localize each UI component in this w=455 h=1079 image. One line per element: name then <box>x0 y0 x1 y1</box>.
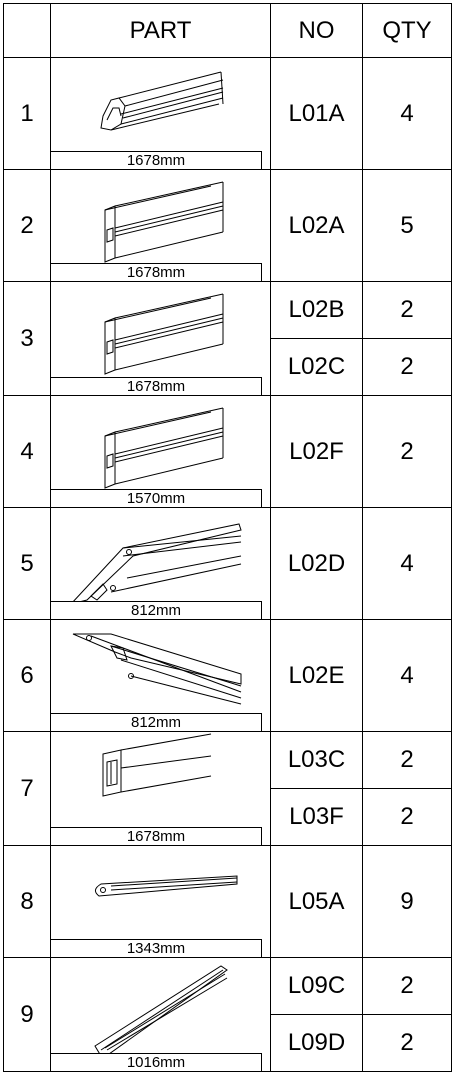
part-number: L02A <box>270 169 363 282</box>
part-quantity: 5 <box>362 169 452 282</box>
part-number: L01A <box>270 57 363 170</box>
row-index: 2 <box>3 169 51 282</box>
part-number: L09C <box>270 957 363 1015</box>
header-index <box>3 3 51 58</box>
header-part: PART <box>50 3 271 58</box>
part-length: 812mm <box>51 713 262 731</box>
part-number: L09D <box>270 1014 363 1072</box>
part-cell: 1678mm <box>50 731 271 846</box>
part-quantity: 4 <box>362 57 452 170</box>
part-number: L03C <box>270 731 363 789</box>
row-index: 7 <box>3 731 51 846</box>
part-number: L02B <box>270 281 363 339</box>
part-quantity: 2 <box>362 1014 452 1072</box>
part-length: 1570mm <box>51 489 262 507</box>
row-index: 4 <box>3 395 51 508</box>
part-length: 1678mm <box>51 151 262 169</box>
part-length: 812mm <box>51 601 262 619</box>
profile-box-icon <box>102 733 212 797</box>
part-quantity: 2 <box>362 281 452 339</box>
header-row: PART NO QTY <box>3 3 452 58</box>
profile-flat-icon <box>104 407 224 489</box>
part-number: L03F <box>270 788 363 846</box>
part-number: L02E <box>270 619 363 732</box>
part-quantity: 2 <box>362 731 452 789</box>
part-number: L02D <box>270 507 363 620</box>
row-index: 1 <box>3 57 51 170</box>
part-number: L02C <box>270 338 363 396</box>
part-cell: 1343mm <box>50 845 271 958</box>
part-quantity: 4 <box>362 619 452 732</box>
header-no: NO <box>270 3 363 58</box>
part-quantity: 9 <box>362 845 452 958</box>
header-qty: QTY <box>362 3 452 58</box>
part-length: 1016mm <box>51 1053 262 1071</box>
part-cell: 1570mm <box>50 395 271 508</box>
part-number: L05A <box>270 845 363 958</box>
part-cell: 812mm <box>50 507 271 620</box>
row-index: 8 <box>3 845 51 958</box>
profile-round-icon <box>100 71 224 131</box>
row-index: 9 <box>3 957 51 1072</box>
part-number: L02F <box>270 395 363 508</box>
part-cell: 1678mm <box>50 57 271 170</box>
profile-flat-icon <box>104 181 224 263</box>
row-index: 3 <box>3 281 51 396</box>
row-index: 6 <box>3 619 51 732</box>
part-quantity: 2 <box>362 957 452 1015</box>
part-quantity: 2 <box>362 395 452 508</box>
profile-angled-down-icon <box>72 633 242 705</box>
part-length: 1343mm <box>51 939 262 957</box>
part-quantity: 2 <box>362 788 452 846</box>
part-cell: 1678mm <box>50 281 271 396</box>
part-cell: 1016mm <box>50 957 271 1072</box>
part-cell: 812mm <box>50 619 271 732</box>
part-cell: 1678mm <box>50 169 271 282</box>
part-length: 1678mm <box>51 377 262 395</box>
profile-tapered-icon <box>95 875 238 897</box>
profile-flat-icon <box>104 293 224 375</box>
part-quantity: 2 <box>362 338 452 396</box>
profile-diagonal-icon <box>93 965 228 1058</box>
part-length: 1678mm <box>51 263 262 281</box>
part-quantity: 4 <box>362 507 452 620</box>
row-index: 5 <box>3 507 51 620</box>
profile-angled-up-icon <box>69 523 242 605</box>
part-length: 1678mm <box>51 827 262 845</box>
